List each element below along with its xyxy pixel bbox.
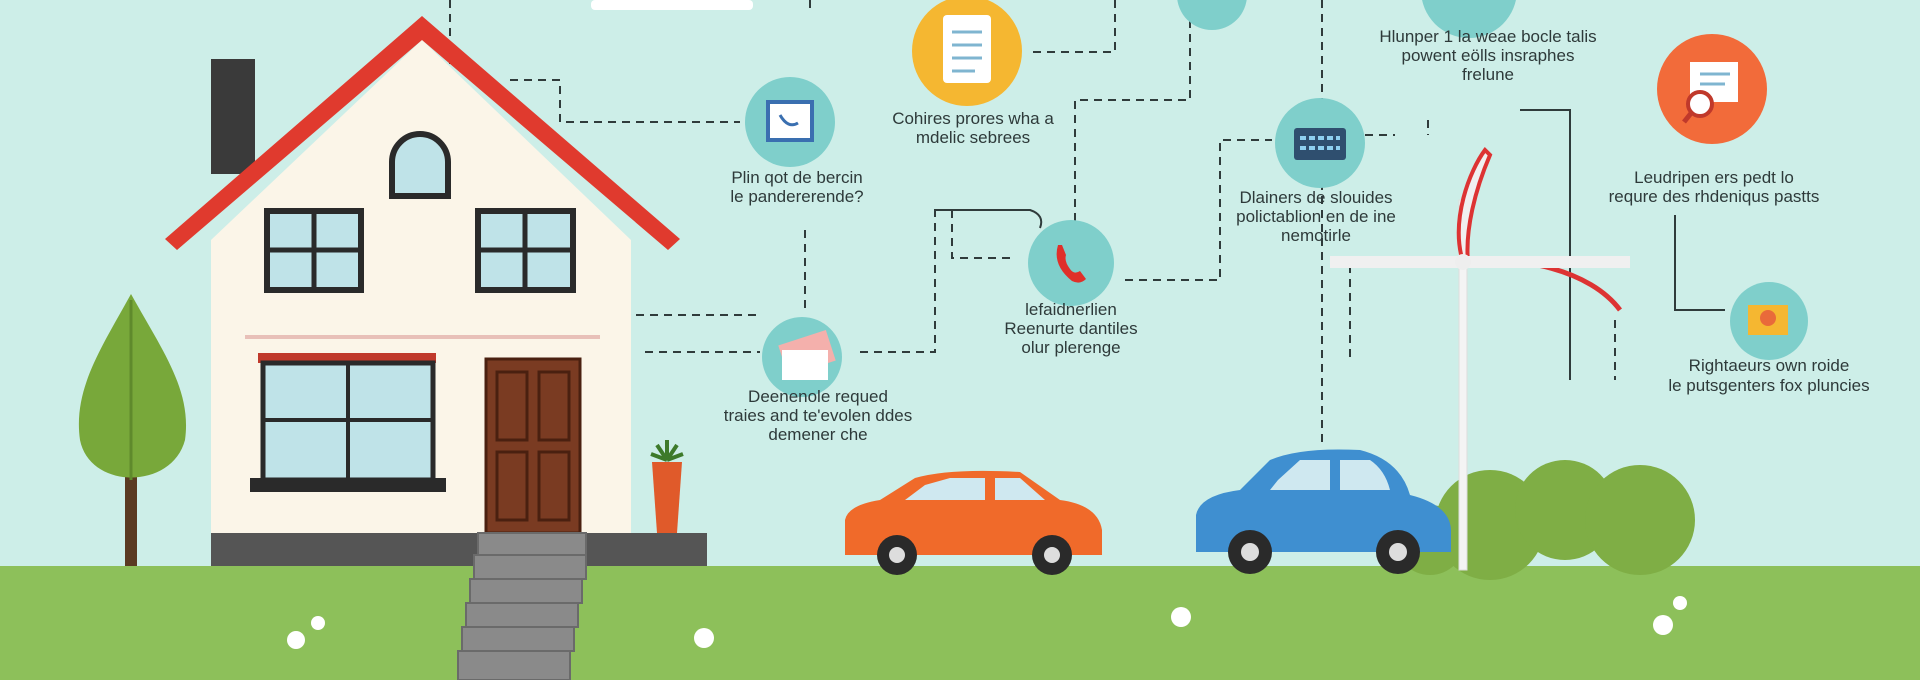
phone-icon[interactable] — [1028, 220, 1114, 306]
search-document-icon[interactable] — [1657, 34, 1767, 144]
label-1: Cohires prores wha a mdelic sebrees — [892, 109, 1054, 147]
badge-icon[interactable] — [1730, 282, 1808, 360]
label-5: lefaidnerlien Reenurte dantiles olur ple… — [1004, 300, 1137, 357]
flowers — [287, 596, 1687, 649]
label-line: Dlainers de slouides — [1239, 188, 1392, 207]
label-line: le pandererende? — [730, 187, 863, 206]
label-line: powent eölls insraphes — [1402, 46, 1575, 65]
top-partial-icon-2 — [1177, 0, 1247, 30]
label-line: Reenurte dantiles — [1004, 319, 1137, 338]
connector-lines — [449, 0, 1725, 445]
label-line: demener che — [768, 425, 867, 444]
orange-car — [845, 470, 1102, 575]
label-4: Leudripen ers pedt lo requre des rhdeniq… — [1609, 168, 1820, 206]
label-line: Deenenole requed — [748, 387, 888, 406]
top-partial-icon — [1422, 0, 1516, 38]
house — [165, 16, 707, 566]
blue-car — [1196, 449, 1451, 574]
stairs — [457, 532, 587, 680]
label-line: le putsgenters fox pluncies — [1668, 376, 1869, 395]
top-banner — [591, 0, 753, 10]
label-line: mdelic sebrees — [916, 128, 1030, 147]
label-line: Leudripen ers pedt lo — [1634, 168, 1794, 187]
document-icon[interactable] — [745, 77, 835, 167]
grass-ground — [0, 566, 1920, 680]
label-3: Dlainers de slouides polictablion en de … — [1236, 188, 1396, 245]
label-line: Hlunper 1 la weae bocle talis — [1379, 27, 1596, 46]
label-line: nemotirle — [1281, 226, 1351, 245]
potted-plant — [650, 440, 684, 533]
label-line: lefaidnerlien — [1025, 300, 1117, 319]
label-line: polictablion en de ine — [1236, 207, 1396, 226]
label-line: traies and te'evolen ddes — [724, 406, 913, 425]
label-line: frelune — [1462, 65, 1514, 84]
front-door[interactable] — [484, 357, 582, 535]
label-line: requre des rhdeniqus pastts — [1609, 187, 1820, 206]
label-7: Rightaeurs own roide le putsgenters fox … — [1668, 356, 1869, 395]
label-6: Deenenole requed traies and te'evolen dd… — [724, 387, 913, 444]
label-0: Hlunper 1 la weae bocle talis powent eöl… — [1379, 27, 1596, 84]
checklist-icon[interactable] — [912, 0, 1022, 106]
label-line: olur plerenge — [1021, 338, 1120, 357]
label-line: Plin qot de bercin — [731, 168, 862, 187]
label-line: Rightaeurs own roide — [1689, 356, 1850, 375]
cards-icon[interactable] — [762, 317, 842, 397]
label-2: Plin qot de bercin le pandererende? — [730, 168, 863, 206]
house-base — [211, 533, 707, 566]
tree — [78, 294, 187, 570]
attic-window — [389, 131, 451, 199]
wind-turbine — [1330, 146, 1630, 571]
label-line: Cohires prores wha a — [892, 109, 1054, 128]
calculator-icon[interactable] — [1275, 98, 1365, 188]
chimney — [211, 59, 255, 174]
